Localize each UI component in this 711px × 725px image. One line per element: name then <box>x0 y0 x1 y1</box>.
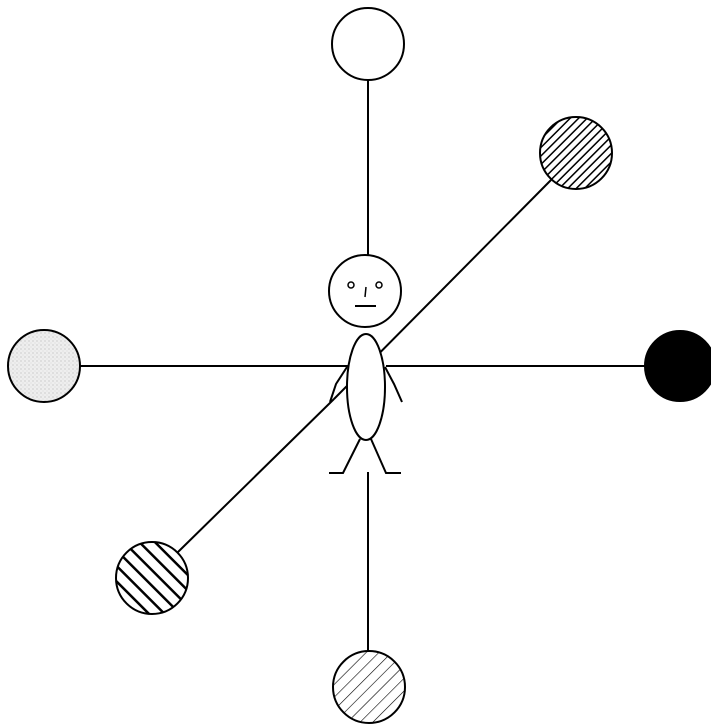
left-arm <box>329 366 348 403</box>
node-top <box>331 7 405 81</box>
nose <box>364 286 367 298</box>
node-lower-left <box>115 541 189 615</box>
body <box>346 333 386 441</box>
node-bottom <box>332 650 406 724</box>
left-eye <box>347 281 355 289</box>
node-left <box>7 329 81 403</box>
right-leg <box>370 438 401 474</box>
node-right <box>644 330 711 402</box>
node-upper-right <box>539 116 613 190</box>
stick-figure <box>328 254 403 474</box>
connector-lower-left <box>177 398 335 553</box>
left-leg <box>329 438 361 474</box>
right-eye <box>375 281 383 289</box>
right-arm <box>384 366 403 403</box>
